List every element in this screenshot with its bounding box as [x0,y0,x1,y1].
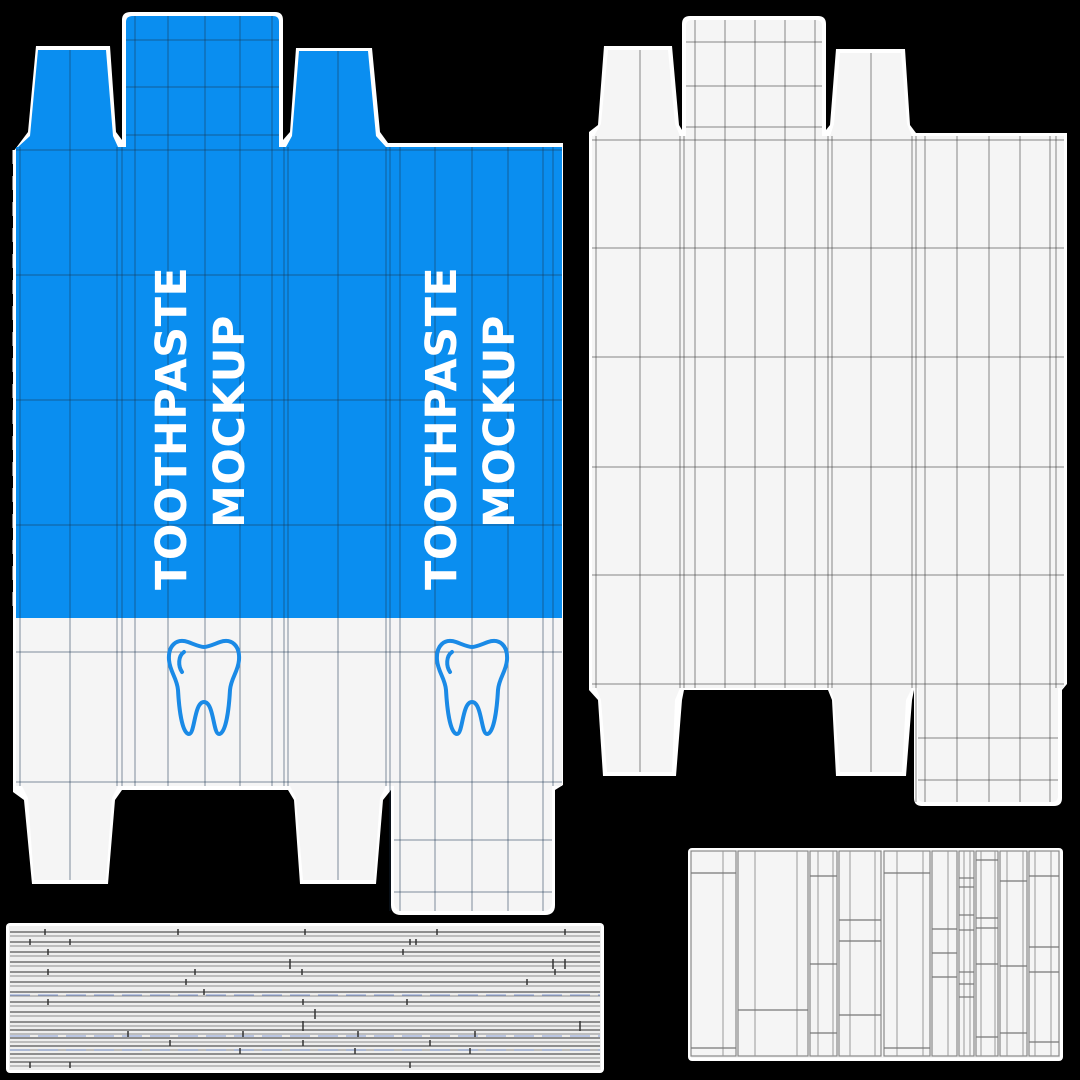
textured-box-uv: TOOTHPASTE MOCKUP TOOTHPASTE MOCKUP [12,12,563,915]
label-face-2: TOOTHPASTE MOCKUP [417,267,525,590]
tooth-icon [166,639,242,736]
small-uv-islands [688,848,1063,1061]
label-line2: MOCKUP [205,315,255,528]
label-line1: TOOTHPASTE [147,267,197,590]
tooth-icon [434,639,510,736]
label-line1: TOOTHPASTE [417,267,467,590]
wireframe-box-uv [589,16,1067,806]
strip-uv-island [6,923,604,1073]
label-line2: MOCKUP [475,315,525,528]
label-face-1: TOOTHPASTE MOCKUP [147,267,255,590]
